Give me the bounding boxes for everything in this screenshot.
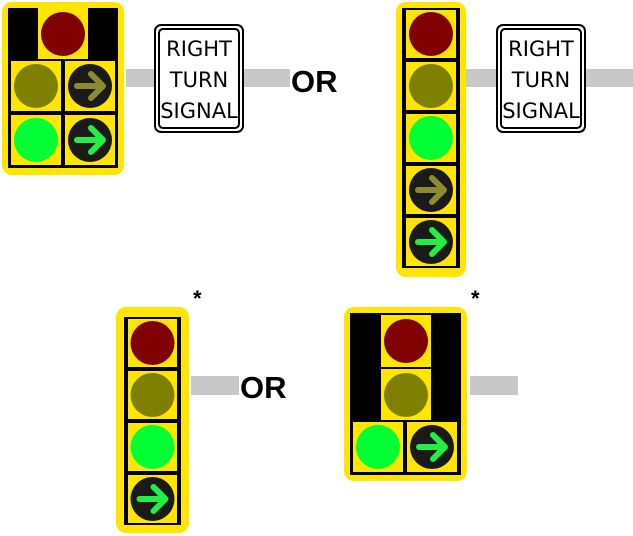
red-ball-lens [130,321,175,365]
mast-arm-2b [584,69,633,87]
signal-3-vertical-four [116,307,189,533]
green-arrow-lens [410,425,454,469]
red-ball-lens [409,12,453,56]
yellow-ball-lens [130,373,175,417]
or-label-top: OR [291,64,338,99]
sign-1-line-2: TURN [169,68,229,92]
signal-4-cluster-four [344,307,467,481]
mast-arms [126,69,633,395]
green-ball-lens [409,116,453,160]
red-ball-lens [41,12,85,56]
right-arrow-icon [74,125,106,155]
right-arrow-icon [74,71,106,101]
mast-arm-1b [242,69,290,87]
yellow-ball-lens [384,373,428,417]
green-ball-lens [130,425,175,469]
mast-arm-4 [470,376,518,395]
mast-arm-3 [191,376,239,395]
yellow-arrow-lens [68,64,112,108]
asterisk-signal-4: * [471,286,480,311]
right-arrow-icon [415,227,447,257]
green-arrow-lens [130,477,175,521]
red-ball-lens [384,319,428,363]
sign-2-line-3: SIGNAL [502,99,580,123]
sign-1-line-3: SIGNAL [160,99,238,123]
yellow-arrow-lens [409,168,453,212]
sign-2-line-2: TURN [511,68,571,92]
asterisk-signal-3: * [193,286,202,311]
sign-1-line-1: RIGHT [166,37,232,61]
right-arrow-icon [136,484,169,514]
right-turn-signal-sign-1: RIGHT TURN SIGNAL [154,24,244,133]
mast-arm-2a [466,69,498,87]
right-arrow-icon [416,432,448,462]
mast-arm-1a [126,69,156,87]
yellow-ball-lens [14,64,58,108]
signal-1-cluster-with-sign [2,2,124,175]
green-ball-lens [356,425,400,469]
right-turn-signal-sign-2: RIGHT TURN SIGNAL [496,24,586,133]
signal-2-vertical-five-with-sign [396,2,466,277]
green-arrow-lens [68,118,112,162]
right-arrow-icon [415,175,447,205]
sign-2-line-1: RIGHT [508,37,574,61]
or-label-bottom: OR [240,370,287,405]
signal-heads [2,2,467,533]
yellow-ball-lens [409,64,453,108]
green-ball-lens [14,118,58,162]
green-arrow-lens [409,220,453,264]
